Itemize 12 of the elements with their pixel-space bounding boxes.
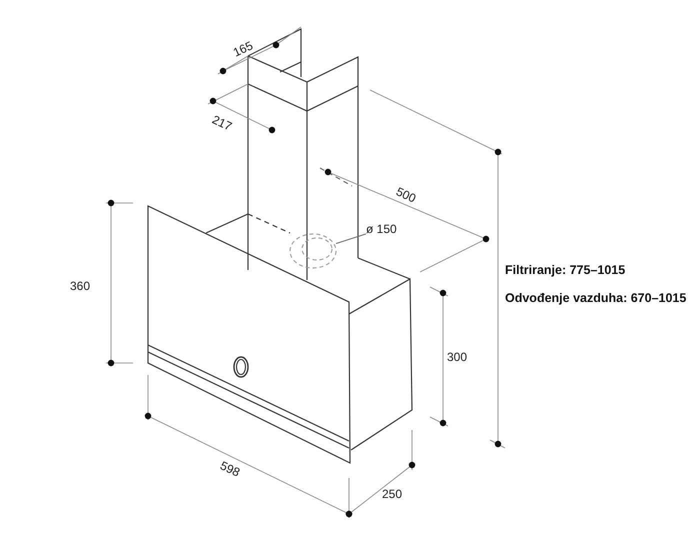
dimension-value: 500	[394, 184, 418, 206]
dimension-value: 360	[70, 279, 90, 293]
dimension-value: 300	[447, 350, 468, 364]
dimension-value: 165	[230, 38, 256, 60]
spec-note: Odvođenje vazduha: 670–1015	[505, 291, 686, 305]
dimension-value: 217	[210, 112, 234, 134]
spec-note: Filtriranje: 775–1015	[505, 263, 626, 277]
dimension-value: 250	[382, 487, 402, 501]
duct-outlet	[290, 234, 336, 268]
leader-line	[336, 234, 366, 244]
dimension-value: ø 150	[366, 222, 397, 236]
dimension-value: 598	[218, 458, 242, 480]
